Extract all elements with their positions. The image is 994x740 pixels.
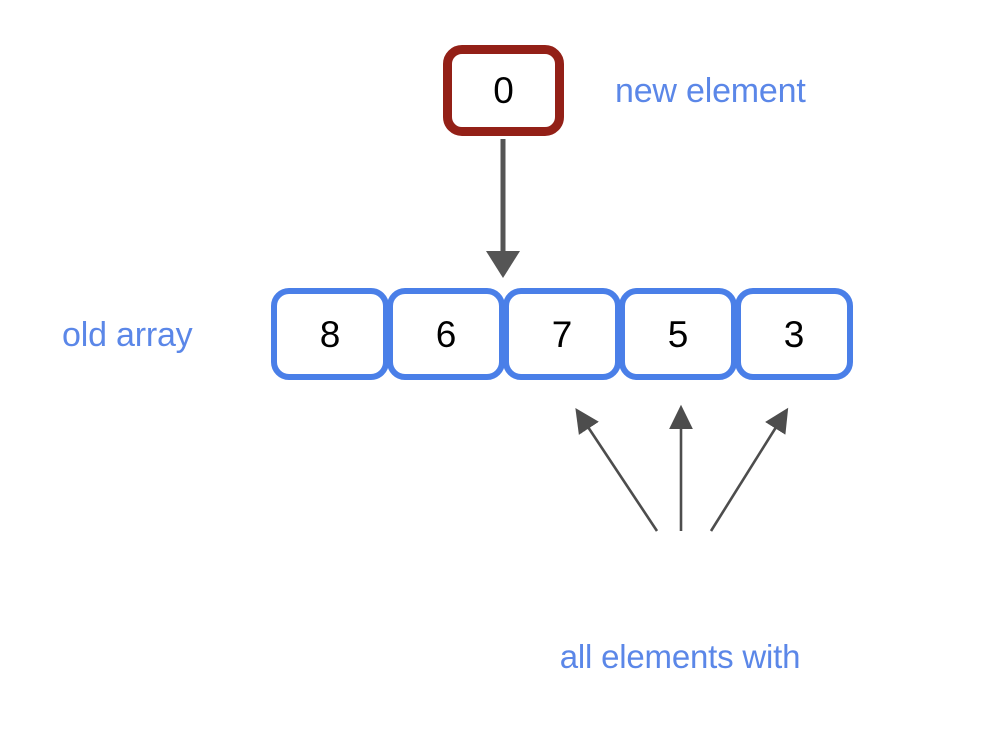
shift-annotation-line-1: all elements with: [559, 638, 801, 676]
array-cell-3[interactable]: 5: [619, 288, 737, 380]
shift-arrow-right: [709, 407, 789, 532]
shift-arrow-left: [575, 407, 659, 532]
shift-annotation-label: all elements with higher indices will be…: [455, 548, 905, 740]
array-cell-4[interactable]: 3: [735, 288, 853, 380]
new-element-label: new element: [615, 72, 806, 110]
array-cell-1[interactable]: 6: [387, 288, 505, 380]
array-cell-0[interactable]: 8: [271, 288, 389, 380]
array-cell-2[interactable]: 7: [503, 288, 621, 380]
new-element-box[interactable]: 0: [443, 45, 564, 136]
old-array-label: old array: [62, 316, 193, 354]
